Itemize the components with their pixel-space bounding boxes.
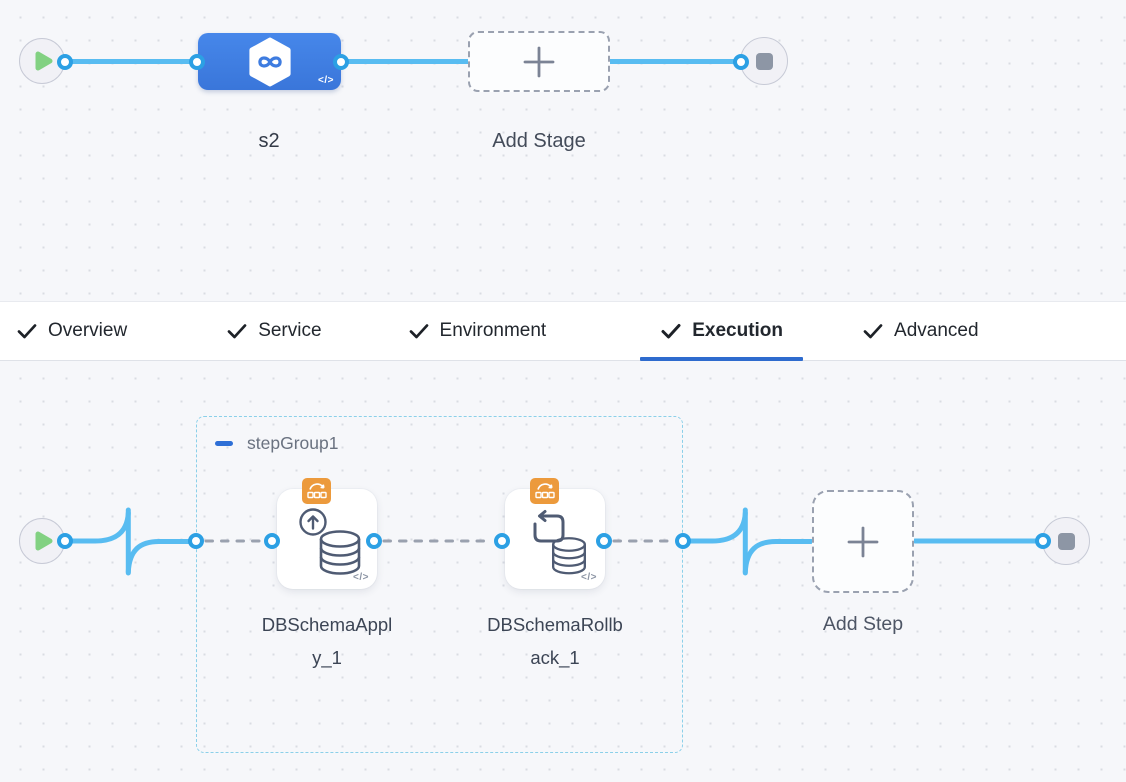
play-icon [35, 531, 53, 551]
tab-label: Environment [439, 320, 547, 341]
connector-port[interactable] [596, 533, 612, 549]
database-icon [319, 530, 361, 575]
tab-service[interactable]: Service [193, 302, 354, 360]
check-icon [227, 324, 247, 339]
plus-icon [847, 526, 879, 557]
aws-step-type-badge [302, 478, 331, 504]
stage-name-label: s2 [258, 130, 280, 152]
aws-refresh-squares-icon [306, 483, 327, 499]
aws-step-type-badge [530, 478, 559, 504]
connector-port[interactable] [57, 53, 73, 70]
add-step-button[interactable] [812, 490, 914, 593]
connector-port[interactable] [333, 53, 349, 70]
connector-port[interactable] [188, 533, 204, 549]
tab-overview[interactable]: Overview [0, 302, 160, 360]
add-stage-button[interactable] [468, 31, 610, 92]
add-stage-label: Add Stage [492, 130, 586, 152]
tab-label: Overview [48, 320, 128, 341]
check-icon [409, 324, 428, 339]
check-icon [17, 324, 37, 339]
database-icon [552, 537, 586, 575]
execution-canvas[interactable]: stepGroup1 </> [0, 361, 1126, 782]
tab-advanced[interactable]: Advanced [829, 302, 1012, 360]
step-node-dbschemaapply[interactable]: </> [277, 489, 377, 589]
connector-port[interactable] [57, 533, 73, 549]
step-name-label: DBSchemaAppl y_1 [261, 614, 393, 668]
connector-port[interactable] [1035, 533, 1051, 549]
stage-config-tabbar: Overview Service Environment Execution A… [0, 301, 1126, 361]
add-step-label: Add Step [822, 613, 904, 635]
collapse-step-group-button[interactable] [215, 441, 233, 446]
step-name-label: DBSchemaRollb ack_1 [487, 614, 623, 668]
connector-port[interactable] [189, 53, 205, 70]
play-icon [35, 51, 53, 71]
stop-icon [755, 52, 773, 70]
connector-port[interactable] [733, 53, 749, 70]
tab-label: Advanced [894, 320, 979, 341]
connector-port[interactable] [494, 533, 510, 549]
step-yaml-badge: </> [581, 572, 597, 583]
aws-refresh-squares-icon [534, 483, 555, 499]
tab-label: Execution [692, 320, 784, 341]
check-icon [661, 324, 681, 339]
step-node-dbschemarollback[interactable]: </> [505, 489, 605, 589]
connector-port[interactable] [366, 533, 382, 549]
step-group-label: stepGroup1 [247, 433, 339, 453]
stage-pipeline-canvas[interactable]: </> s2 Add Stage [0, 0, 1126, 301]
tab-environment[interactable]: Environment [375, 302, 580, 360]
plus-icon [523, 46, 555, 77]
tab-label: Service [258, 320, 322, 341]
step-group-container[interactable] [196, 416, 683, 753]
connector-port[interactable] [264, 533, 280, 549]
stage-node-s2[interactable]: </> [198, 33, 341, 90]
apply-upload-icon [299, 508, 327, 536]
check-icon [863, 324, 883, 339]
stage-yaml-badge: </> [318, 75, 334, 86]
step-yaml-badge: </> [353, 572, 369, 583]
stop-icon [1057, 532, 1075, 550]
tab-execution[interactable]: Execution [627, 302, 816, 361]
connector-port[interactable] [675, 533, 691, 549]
harness-stage-icon [248, 37, 291, 86]
